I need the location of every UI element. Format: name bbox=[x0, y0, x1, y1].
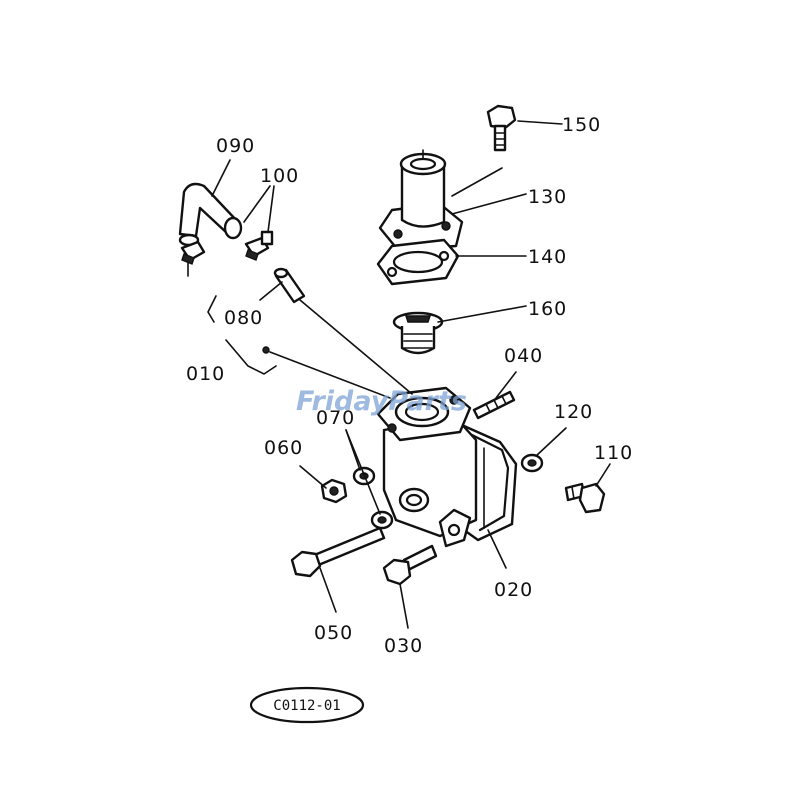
callout-030: 030 bbox=[384, 635, 423, 657]
callout-050: 050 bbox=[314, 622, 353, 644]
callout-080: 080 bbox=[224, 307, 263, 329]
part-160-thermostat bbox=[392, 311, 444, 355]
part-010-assembly-bracket bbox=[207, 295, 277, 375]
part-090-bent-pipe bbox=[178, 182, 243, 247]
part-130-thermostat-cover bbox=[378, 149, 464, 252]
callout-110: 110 bbox=[594, 442, 633, 464]
drawing-code-text: C0112-01 bbox=[273, 698, 340, 714]
part-020-thermostat-housing bbox=[376, 386, 518, 548]
part-060-nut bbox=[320, 478, 348, 504]
part-100-clamps bbox=[180, 230, 274, 277]
part-050-long-bolt bbox=[290, 526, 386, 578]
callout-070: 070 bbox=[316, 407, 355, 429]
part-140-gasket bbox=[376, 238, 460, 286]
part-080-pipe bbox=[273, 267, 306, 304]
callout-010: 010 bbox=[186, 363, 225, 385]
callout-040: 040 bbox=[504, 345, 543, 367]
drawing-code-badge: C0112-01 bbox=[249, 686, 365, 724]
callout-130: 130 bbox=[528, 186, 567, 208]
watermark-logo: FridayParts bbox=[296, 386, 467, 417]
part-120-washer bbox=[520, 453, 544, 473]
part-040-stud bbox=[472, 390, 516, 420]
callout-120: 120 bbox=[554, 401, 593, 423]
callout-020: 020 bbox=[494, 579, 533, 601]
callout-060: 060 bbox=[264, 437, 303, 459]
callout-090: 090 bbox=[216, 135, 255, 157]
callout-100: 100 bbox=[260, 165, 299, 187]
part-110-bolt bbox=[564, 482, 606, 514]
part-030-bolt bbox=[382, 544, 438, 586]
callout-140: 140 bbox=[528, 246, 567, 268]
callout-150: 150 bbox=[562, 114, 601, 136]
leader-lines bbox=[211, 120, 611, 629]
callout-160: 160 bbox=[528, 298, 567, 320]
part-150-bolt bbox=[486, 104, 517, 152]
callout-labels: 150 130 140 160 090 100 080 010 040 120 … bbox=[186, 114, 633, 657]
